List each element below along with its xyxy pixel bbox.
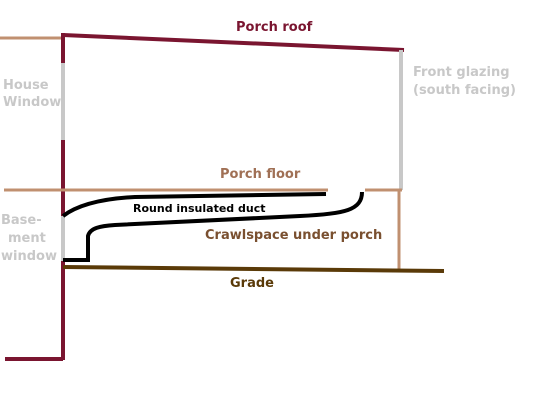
crawlspace-label: Crawlspace under porch	[205, 228, 382, 243]
basement-window-label-line2: ment	[8, 231, 46, 246]
porch-floor-label: Porch floor	[220, 167, 301, 182]
grade-label: Grade	[230, 276, 274, 291]
duct-label: Round insulated duct	[133, 202, 265, 215]
porch-roof-line	[62, 33, 405, 52]
basement-window-label-line1: Base-	[1, 213, 42, 228]
porch-roof-label: Porch roof	[236, 20, 313, 35]
grade-line	[62, 265, 445, 273]
duct-lower-line	[63, 191, 364, 262]
duct-upper-line	[61, 192, 327, 218]
front-glazing-label-line1: Front glazing	[413, 65, 510, 80]
front-glazing-label-line2: (south facing)	[413, 83, 516, 98]
house-window-label-line2: Window	[3, 95, 61, 110]
basement-window-label-line3: window	[1, 249, 57, 264]
house-window-label-line1: House	[3, 78, 49, 93]
